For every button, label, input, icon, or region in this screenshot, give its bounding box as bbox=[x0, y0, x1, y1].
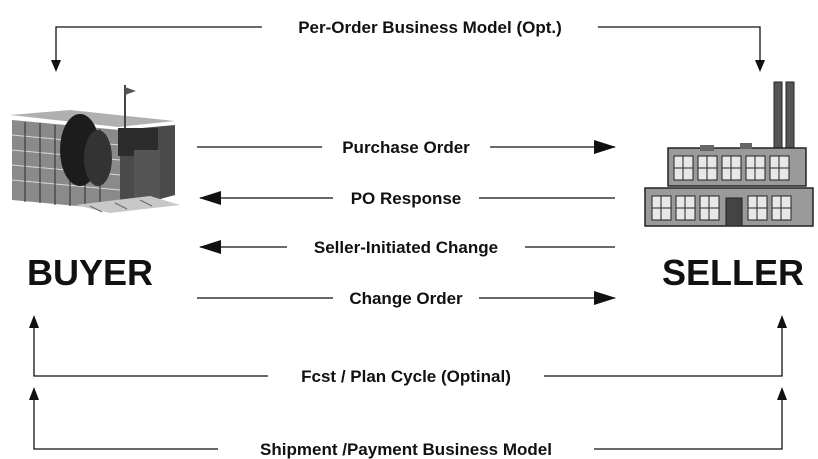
arrowhead-down-icon bbox=[51, 60, 61, 72]
message-seller-initiated-change: Seller-Initiated Change bbox=[199, 237, 615, 257]
buyer-label: BUYER bbox=[27, 252, 153, 293]
arrowhead-up-icon bbox=[29, 387, 39, 400]
arrowhead-down-icon bbox=[755, 60, 765, 72]
per-order-label: Per-Order Business Model (Opt.) bbox=[298, 18, 562, 37]
fcst-plan-cycle-flow: Fcst / Plan Cycle (Optinal) bbox=[29, 315, 787, 386]
arrowhead-up-icon bbox=[29, 315, 39, 328]
message-change-order: Change Order bbox=[197, 288, 616, 308]
change-order-label: Change Order bbox=[349, 289, 463, 308]
po-response-label: PO Response bbox=[351, 189, 462, 208]
factory-icon bbox=[644, 81, 814, 227]
purchase-order-label: Purchase Order bbox=[342, 138, 470, 157]
seller-label: SELLER bbox=[662, 252, 804, 293]
seller-initiated-change-label: Seller-Initiated Change bbox=[314, 238, 498, 257]
arrowhead-up-icon bbox=[777, 315, 787, 328]
fcst-plan-cycle-label: Fcst / Plan Cycle (Optinal) bbox=[301, 367, 511, 386]
office-building-icon bbox=[10, 85, 180, 213]
arrowhead-up-icon bbox=[777, 387, 787, 400]
message-purchase-order: Purchase Order bbox=[197, 137, 616, 157]
shipment-payment-label: Shipment /Payment Business Model bbox=[260, 440, 552, 459]
message-po-response: PO Response bbox=[199, 188, 615, 208]
per-order-flow: Per-Order Business Model (Opt.) bbox=[51, 16, 765, 72]
shipment-payment-flow: Shipment /Payment Business Model bbox=[29, 387, 787, 459]
